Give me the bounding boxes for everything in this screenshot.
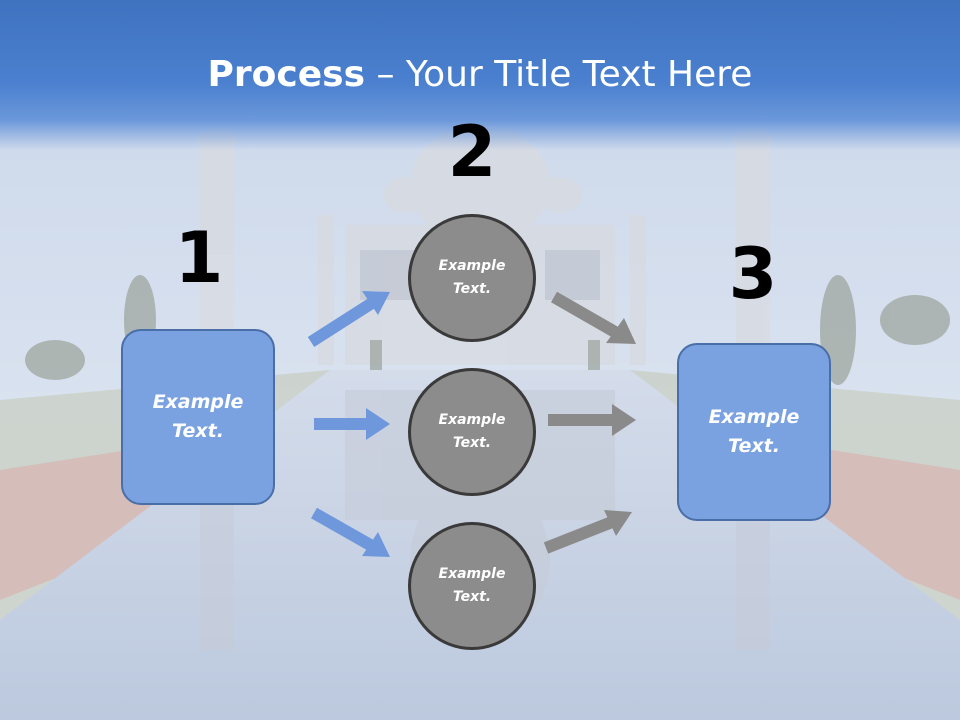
title-rest-part: – Your Title Text Here (365, 54, 753, 95)
arrow-gray-up (543, 510, 632, 554)
slide-title[interactable]: Process – Your Title Text Here (0, 52, 960, 98)
arrow-blue-down (311, 507, 390, 557)
step-number-1[interactable]: 1 (174, 217, 224, 299)
step-number-3[interactable]: 3 (728, 233, 778, 315)
step-number-2[interactable]: 2 (447, 111, 497, 193)
circle-top[interactable]: Example Text. (408, 214, 536, 342)
arrow-blue-middle (314, 408, 390, 440)
title-bar (0, 0, 960, 150)
step-3-box[interactable]: Example Text. (677, 343, 831, 521)
arrow-gray-middle (548, 404, 636, 436)
arrow-blue-up (307, 291, 390, 348)
circle-middle[interactable]: Example Text. (408, 368, 536, 496)
step-1-box[interactable]: Example Text. (121, 329, 275, 505)
arrow-gray-down (551, 291, 636, 344)
title-bold-part: Process (207, 54, 366, 95)
circle-bottom[interactable]: Example Text. (408, 522, 536, 650)
